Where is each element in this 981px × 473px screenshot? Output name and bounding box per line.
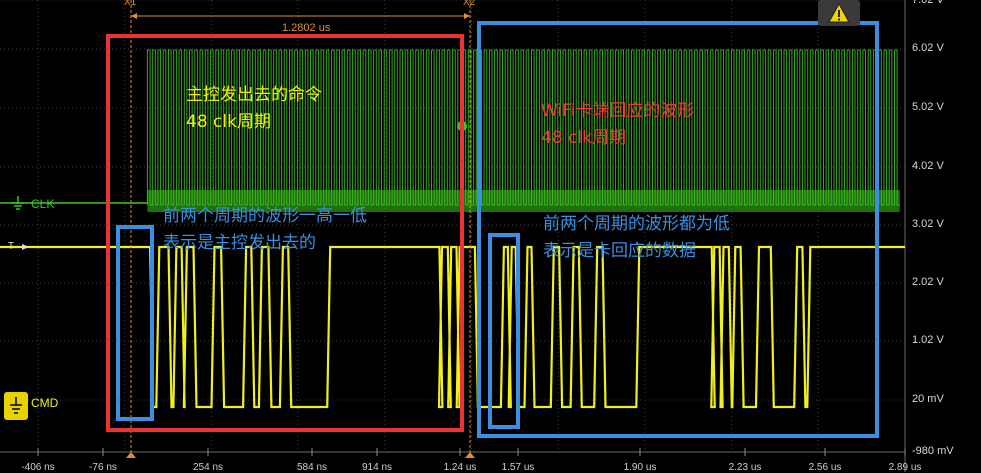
host-command-cycles: 48 clk周期 — [186, 112, 271, 132]
ground-icon — [10, 397, 22, 414]
x-tick-label: -76 ns — [89, 462, 117, 473]
x-tick-label: 254 ns — [192, 462, 224, 473]
y-tick-label: 20 mV — [912, 393, 944, 405]
cursor-delta-arrow-left — [131, 13, 137, 19]
y-tick-label: -980 mV — [912, 445, 954, 457]
cmd-channel-marker[interactable] — [4, 392, 28, 420]
y-tick-label: 3.02 V — [912, 218, 944, 230]
x-ticks — [37, 448, 906, 456]
x-tick-label: 2.56 us — [808, 462, 842, 473]
clk-waveform — [0, 49, 900, 212]
host-start-bits-annotation: 前两个周期的波形一高一低 表示是主控发出去的 — [163, 203, 367, 257]
x-tick-label: 1.24 us — [443, 462, 477, 473]
y-tick-label: 1.02 V — [912, 334, 944, 346]
cmd-waveform — [0, 244, 905, 409]
host-start-bits-line1: 前两个周期的波形一高一低 — [163, 206, 367, 226]
wifi-response-cycles: 48 clk周期 — [541, 128, 626, 148]
cursor-delta-readout: 1.2802 us — [282, 22, 331, 34]
cursor-x2-label[interactable]: X2 — [463, 0, 476, 8]
x-tick-label: 2.89 us — [888, 462, 922, 473]
y-tick-label: 6.02 V — [912, 42, 944, 54]
clk-channel-marker[interactable] — [4, 194, 32, 212]
cursor-x2-handle — [465, 452, 475, 458]
x-tick-label: 914 ns — [361, 462, 393, 473]
card-start-bits-box — [488, 233, 520, 429]
y-tick-label: 2.02 V — [912, 276, 944, 288]
clk-baseline-band — [147, 190, 900, 212]
y-tick-label: 7.02 V — [912, 0, 944, 6]
annotation-boxes — [106, 21, 879, 438]
host-command-annotation: 主控发出去的命令 48 clk周期 — [186, 82, 322, 136]
host-start-bits-line2: 表示是主控发出去的 — [163, 233, 316, 253]
warning-triangle-icon — [828, 2, 850, 23]
card-start-bits-line1: 前两个周期的波形都为低 — [543, 214, 730, 234]
clk-channel-label: CLK — [31, 197, 55, 211]
x-tick-label: 1.57 us — [501, 462, 535, 473]
trigger-arrow-icon — [22, 244, 29, 250]
host-start-bits-box — [116, 225, 154, 421]
cmd-trace — [0, 245, 905, 409]
card-start-bits-line2: 表示是卡回应的数据 — [543, 241, 696, 261]
cursor-x1-label[interactable]: X1 — [124, 0, 137, 8]
wifi-response-annotation: WiFi卡端回应的波形 48 clk周期 — [541, 98, 694, 152]
card-start-bits-annotation: 前两个周期的波形都为低 表示是卡回应的数据 — [543, 211, 730, 265]
wifi-response-title: WiFi卡端回应的波形 — [541, 101, 695, 121]
ground-icon — [12, 196, 24, 210]
wifi-response-box — [477, 21, 879, 438]
x-tick-label: 584 ns — [296, 462, 328, 473]
warning-button[interactable] — [818, 0, 860, 26]
y-tick-label: 4.02 V — [912, 160, 944, 172]
x-tick-label: 2.23 us — [728, 462, 762, 473]
host-command-box — [106, 34, 464, 432]
x-tick-label: 1.90 us — [623, 462, 657, 473]
cursor-delta-arrow-right — [464, 13, 470, 19]
host-command-title: 主控发出去的命令 — [186, 85, 322, 105]
y-tick-label: 5.02 V — [912, 101, 944, 113]
cmd-channel-label: CMD — [31, 396, 59, 410]
trigger-marker: T — [8, 241, 15, 252]
x-tick-label: -406 ns — [21, 462, 55, 473]
cursor-x1-handle — [126, 452, 136, 458]
